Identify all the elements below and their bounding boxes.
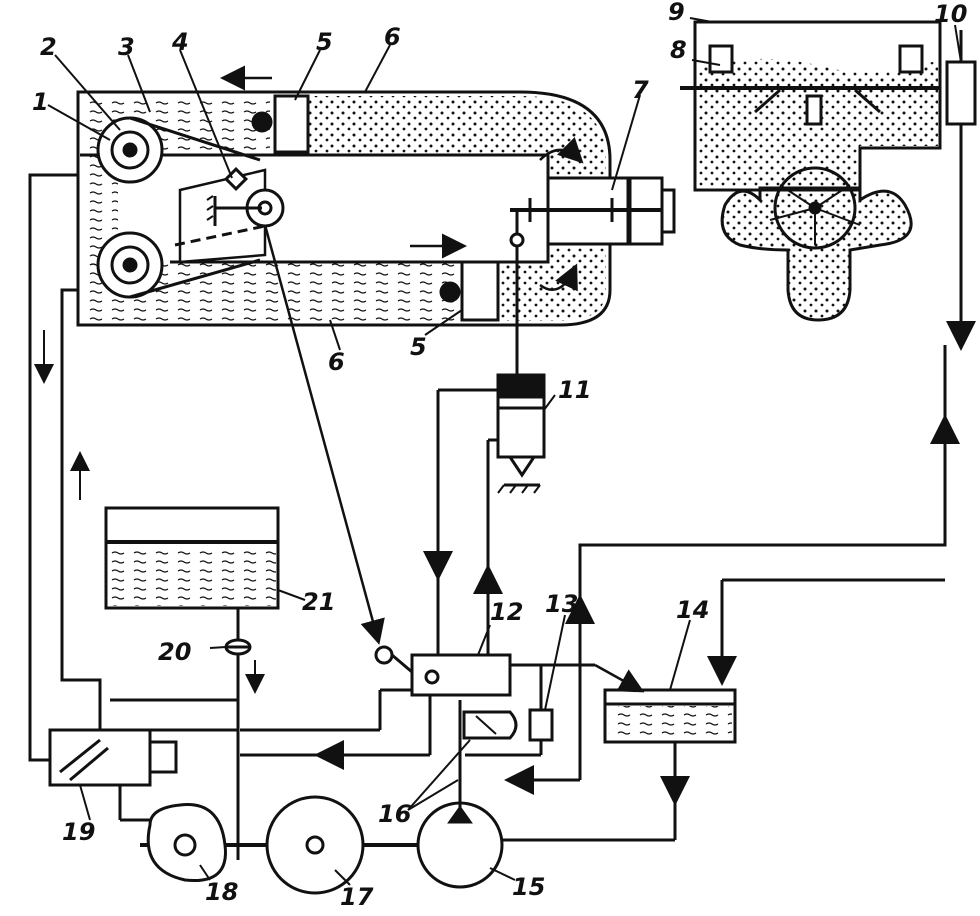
drive-pulley-lower [96, 231, 164, 299]
label-14: 14 [676, 596, 709, 624]
leader-lines [47, 17, 962, 886]
pump-18 [140, 803, 227, 883]
label-19: 19 [62, 818, 95, 846]
component-labels: 1 2 3 4 5 5 6 6 7 8 9 10 11 12 13 14 15 … [32, 0, 967, 911]
drive-pulley-upper [96, 116, 164, 184]
motor-17 [265, 795, 365, 895]
label-6-lower: 6 [328, 348, 345, 376]
label-7: 7 [632, 76, 649, 104]
label-6-upper: 6 [384, 23, 401, 51]
label-12: 12 [490, 598, 523, 626]
label-21: 21 [302, 588, 335, 616]
pump-15 [416, 760, 504, 889]
distribution-valve [510, 137, 676, 292]
label-17: 17 [340, 883, 374, 911]
linkage-triangle [129, 116, 285, 299]
label-11: 11 [558, 376, 591, 404]
piston-lower [439, 260, 500, 322]
sensor-10 [945, 60, 977, 126]
label-10: 10 [934, 0, 967, 28]
label-9: 9 [668, 0, 685, 26]
label-18: 18 [205, 878, 238, 906]
label-13: 13 [545, 590, 578, 618]
output-unit [680, 20, 942, 322]
drive-housing [76, 90, 612, 327]
servo-cylinder [496, 373, 546, 494]
piston-upper [251, 94, 310, 154]
label-2: 2 [40, 33, 57, 61]
label-5-upper: 5 [316, 28, 333, 56]
label-16: 16 [378, 800, 411, 828]
label-4: 4 [171, 28, 189, 56]
tank-14 [500, 578, 945, 842]
label-3: 3 [118, 33, 135, 61]
label-20: 20 [158, 638, 191, 666]
controller-12 [240, 388, 512, 770]
label-15: 15 [512, 873, 545, 901]
pump-19 [48, 728, 178, 822]
label-8: 8 [670, 36, 687, 64]
relief-valves [458, 345, 960, 820]
label-5-lower: 5 [410, 333, 427, 361]
label-1: 1 [32, 88, 49, 116]
reservoir-21 [104, 506, 280, 610]
